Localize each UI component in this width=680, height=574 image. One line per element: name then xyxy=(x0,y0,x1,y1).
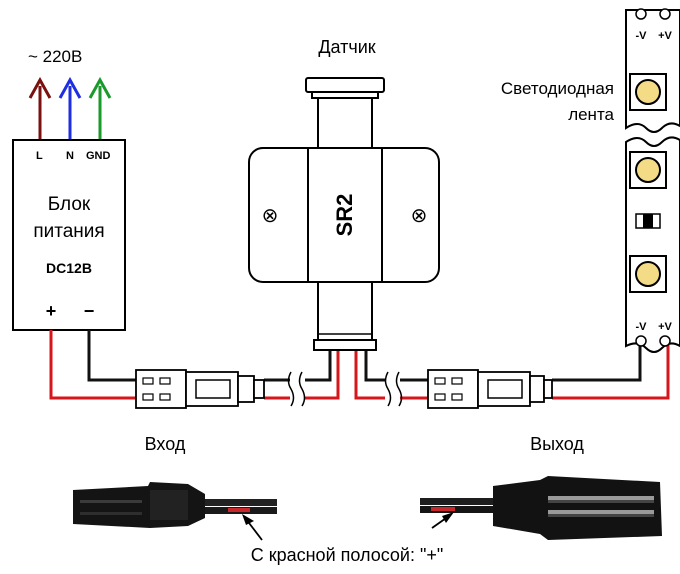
input-connector-label: Вход xyxy=(145,434,186,454)
terminal-n-label: N xyxy=(66,150,74,162)
sensor-nut xyxy=(313,339,377,351)
mains-arrow-l xyxy=(28,76,52,140)
strip-segment-lower xyxy=(625,136,680,353)
wire-supply-minus xyxy=(87,330,136,382)
sensor-cap-top xyxy=(305,77,385,93)
wire-strip-plus xyxy=(552,340,670,400)
mains-voltage-label: ~ 220В xyxy=(28,47,82,66)
polarity-pointer-right xyxy=(431,512,454,529)
led-chip xyxy=(629,151,667,189)
strip-caption-line2: лента xyxy=(568,105,614,124)
strip-bottom-plus-label: +V xyxy=(658,321,672,333)
mounting-screw-left-icon: ⊗ xyxy=(262,205,279,227)
output-voltage-label: DC12В xyxy=(46,260,92,276)
power-supply-title-line1: Блок xyxy=(48,194,91,215)
wire-supply-plus xyxy=(49,330,136,400)
wires xyxy=(49,330,670,400)
power-supply-title-line2: питания xyxy=(33,221,104,242)
resistor xyxy=(635,213,661,229)
input-plug-illustration xyxy=(73,482,277,528)
polarity-note: С красной полосой: "+" xyxy=(251,545,444,565)
strip-segment-upper xyxy=(625,9,680,133)
wire-sensor-in-black-2 xyxy=(305,350,332,382)
led-chip xyxy=(629,255,667,293)
input-connector-schematic xyxy=(135,369,265,409)
strip-caption-line1: Светодиодная xyxy=(501,79,614,98)
wire-sensor-out-red xyxy=(354,350,385,400)
sensor-tube-upper xyxy=(317,97,373,149)
sensor-tube-lower xyxy=(317,281,373,341)
plus-terminal-label: + xyxy=(46,301,57,321)
terminal-gnd-label: GND xyxy=(86,150,111,162)
mains-arrow-n xyxy=(58,76,82,140)
output-connector-label: Выход xyxy=(530,434,584,454)
mains-arrow-gnd xyxy=(88,76,112,140)
wire-sensor-in-red-2 xyxy=(305,350,340,400)
polarity-pointer-left xyxy=(242,514,263,541)
output-socket-illustration xyxy=(420,476,662,540)
wire-strip-minus xyxy=(552,340,642,382)
strip-top-minus-label: -V xyxy=(636,30,648,42)
mounting-screw-right-icon: ⊗ xyxy=(411,205,428,227)
led-strip: Светодиодная лента -V +V -V +V xyxy=(501,8,680,353)
wire-break-left xyxy=(287,371,306,407)
sensor: Датчик ⊗ ⊗ SR2 xyxy=(248,37,440,351)
power-supply: ~ 220В L N GND Блок питания DC12В + − xyxy=(12,47,126,331)
minus-terminal-label: − xyxy=(84,301,95,321)
led-chip xyxy=(629,73,667,111)
strip-top-plus-label: +V xyxy=(658,30,672,42)
sensor-model-label: SR2 xyxy=(332,194,357,237)
sensor-caption: Датчик xyxy=(318,37,375,57)
power-supply-box xyxy=(12,139,126,331)
output-connector-schematic xyxy=(427,369,553,409)
strip-bottom-minus-label: -V xyxy=(636,321,648,333)
terminal-l-label: L xyxy=(36,150,43,162)
wire-sensor-out-black xyxy=(364,350,385,382)
wire-break-right xyxy=(384,371,403,407)
